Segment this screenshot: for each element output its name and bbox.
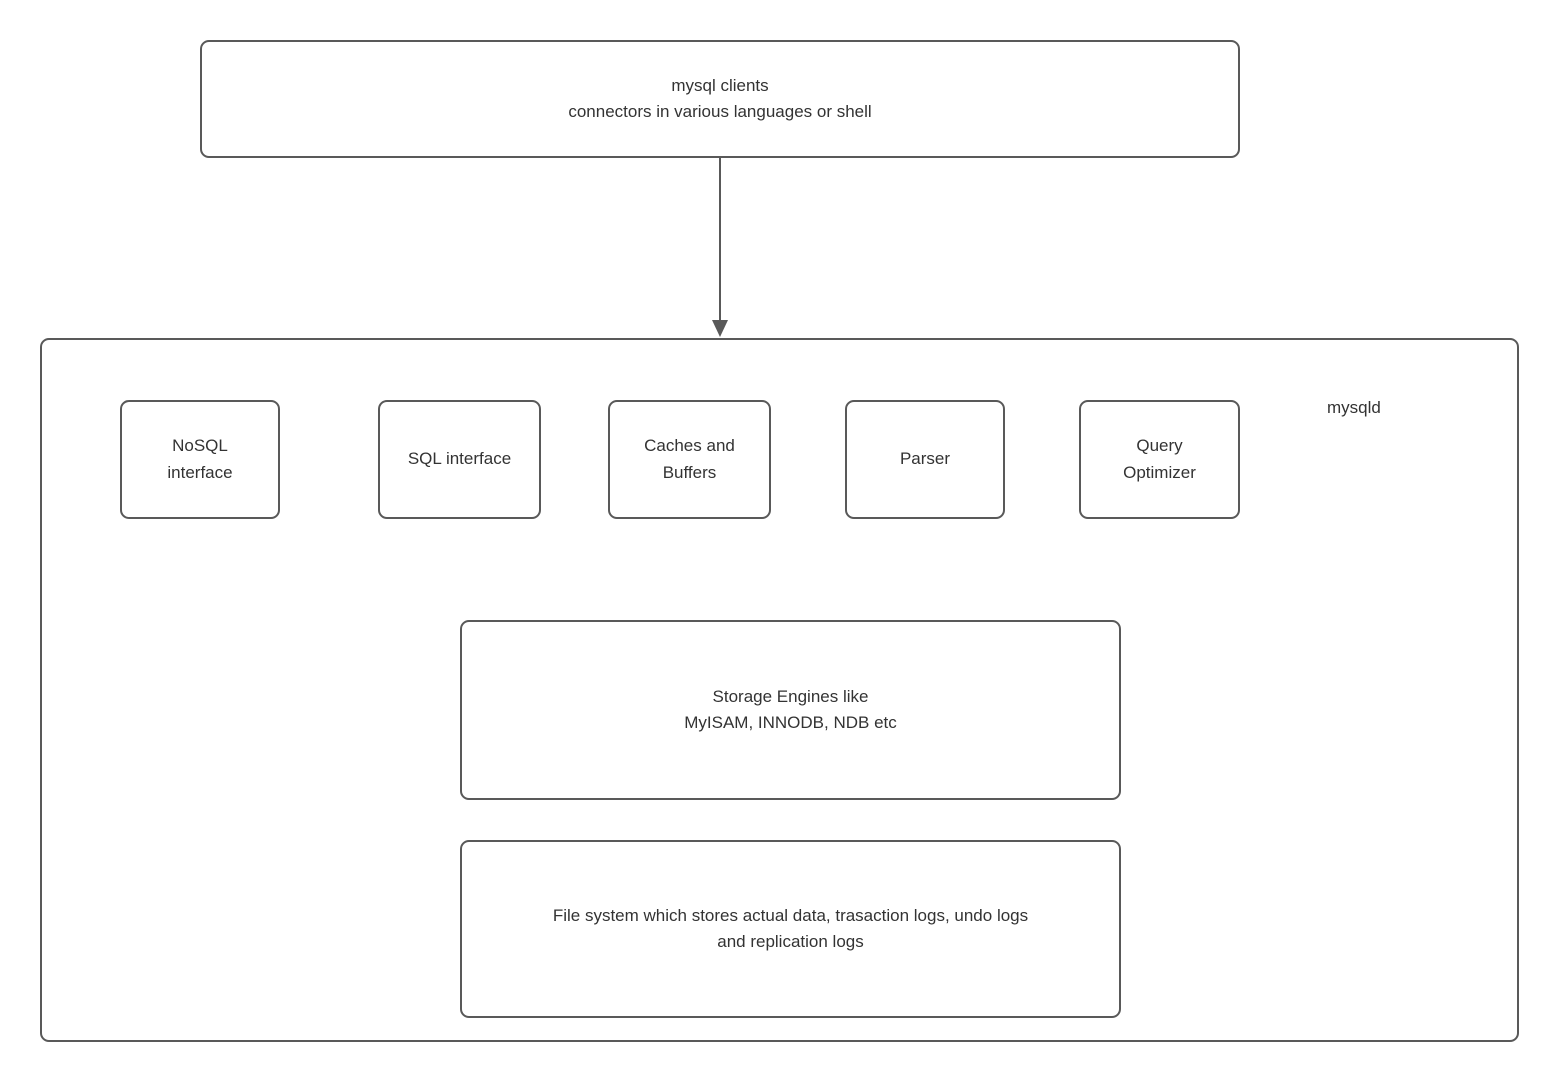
- component-box-nosql-interface: NoSQL interface: [120, 400, 280, 519]
- component-label: Parser: [899, 449, 951, 469]
- component-label: Caches and Buffers: [644, 436, 735, 482]
- file-system-box: File system which stores actual data, tr…: [460, 840, 1121, 1018]
- component-label: NoSQL interface: [167, 436, 233, 482]
- component-box-sql-interface: SQL interface: [378, 400, 541, 519]
- component-box-query-optimizer: Query Optimizer: [1079, 400, 1240, 519]
- client-box: mysql clients connectors in various lang…: [200, 40, 1240, 158]
- arrow-down-icon: [712, 320, 728, 337]
- storage-engines-box: Storage Engines like MyISAM, INNODB, NDB…: [460, 620, 1121, 800]
- client-to-mysqld-arrow-line: [719, 158, 721, 324]
- mysqld-label: mysqld: [1327, 398, 1381, 417]
- storage-engines-label: Storage Engines like MyISAM, INNODB, NDB…: [684, 686, 897, 732]
- component-label: Query Optimizer: [1123, 436, 1196, 482]
- component-label: SQL interface: [407, 449, 512, 469]
- component-box-parser: Parser: [845, 400, 1005, 519]
- client-box-label: mysql clients connectors in various lang…: [568, 75, 872, 121]
- component-box-caches-and-buffers: Caches and Buffers: [608, 400, 771, 519]
- file-system-label: File system which stores actual data, tr…: [552, 905, 1029, 951]
